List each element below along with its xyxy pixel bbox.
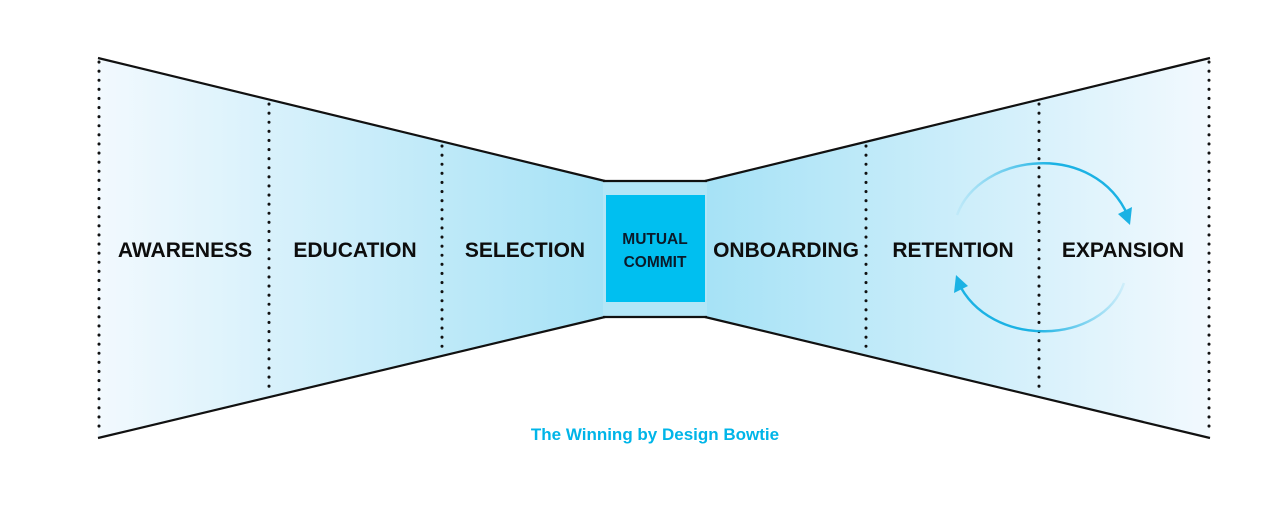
stage-dividers xyxy=(97,60,1211,436)
cycle-arrow-top xyxy=(955,162,1130,217)
stage-awareness: AWARENESS xyxy=(118,239,252,262)
stage-onboarding: ONBOARDING xyxy=(713,239,859,262)
mutual-commit-box xyxy=(606,195,705,302)
stage-education: EDUCATION xyxy=(293,239,416,262)
circular-arrows-icon xyxy=(954,162,1132,333)
stage-retention: RETENTION xyxy=(892,239,1013,262)
mutual-commit-line2: COMMIT xyxy=(624,254,687,271)
right-funnel xyxy=(705,58,1210,438)
mutual-commit-line1: MUTUAL xyxy=(622,231,687,248)
diagram-caption: The Winning by Design Bowtie xyxy=(531,425,779,444)
cycle-arrow-bottom xyxy=(956,281,1126,333)
cycle-arrowhead-top xyxy=(1118,207,1132,225)
bowtie-outline xyxy=(97,56,1211,440)
stage-expansion: EXPANSION xyxy=(1062,239,1184,262)
stage-selection: SELECTION xyxy=(465,239,585,262)
left-funnel xyxy=(98,58,605,438)
cycle-arrowhead-bottom xyxy=(954,275,968,293)
